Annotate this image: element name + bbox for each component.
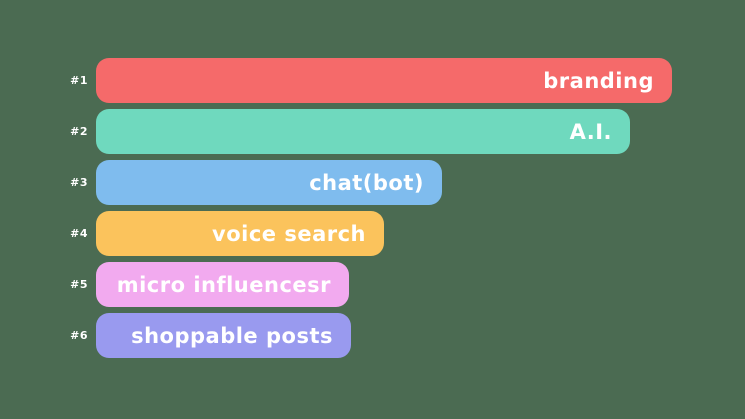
- bar-row: #2 A.I.: [0, 109, 672, 154]
- bar-row: #6 shoppable posts: [0, 313, 672, 358]
- bar-row: #4 voice search: [0, 211, 672, 256]
- bar-branding: branding: [96, 58, 672, 103]
- bar-shoppable-posts: shoppable posts: [96, 313, 351, 358]
- bar-label: micro influencesr: [116, 272, 331, 297]
- chart-area: #1 branding #2 A.I. #3 chat(bot) #4 voic…: [0, 58, 672, 364]
- rank-label: #5: [70, 278, 88, 291]
- rank-label: #1: [70, 74, 88, 87]
- bar-row: #1 branding: [0, 58, 672, 103]
- bar-ai: A.I.: [96, 109, 630, 154]
- bar-label: chat(bot): [309, 170, 424, 195]
- bar-row: #5 micro influencesr: [0, 262, 672, 307]
- bar-label: A.I.: [569, 119, 612, 144]
- rank-label: #3: [70, 176, 88, 189]
- rank-label: #2: [70, 125, 88, 138]
- bar-label: shoppable posts: [131, 323, 333, 348]
- rank-label: #6: [70, 329, 88, 342]
- rank-label: #4: [70, 227, 88, 240]
- bar-label: voice search: [212, 221, 366, 246]
- bar-voice-search: voice search: [96, 211, 384, 256]
- bar-row: #3 chat(bot): [0, 160, 672, 205]
- bar-chatbot: chat(bot): [96, 160, 442, 205]
- bar-label: branding: [543, 68, 654, 93]
- bar-micro-influencers: micro influencesr: [96, 262, 349, 307]
